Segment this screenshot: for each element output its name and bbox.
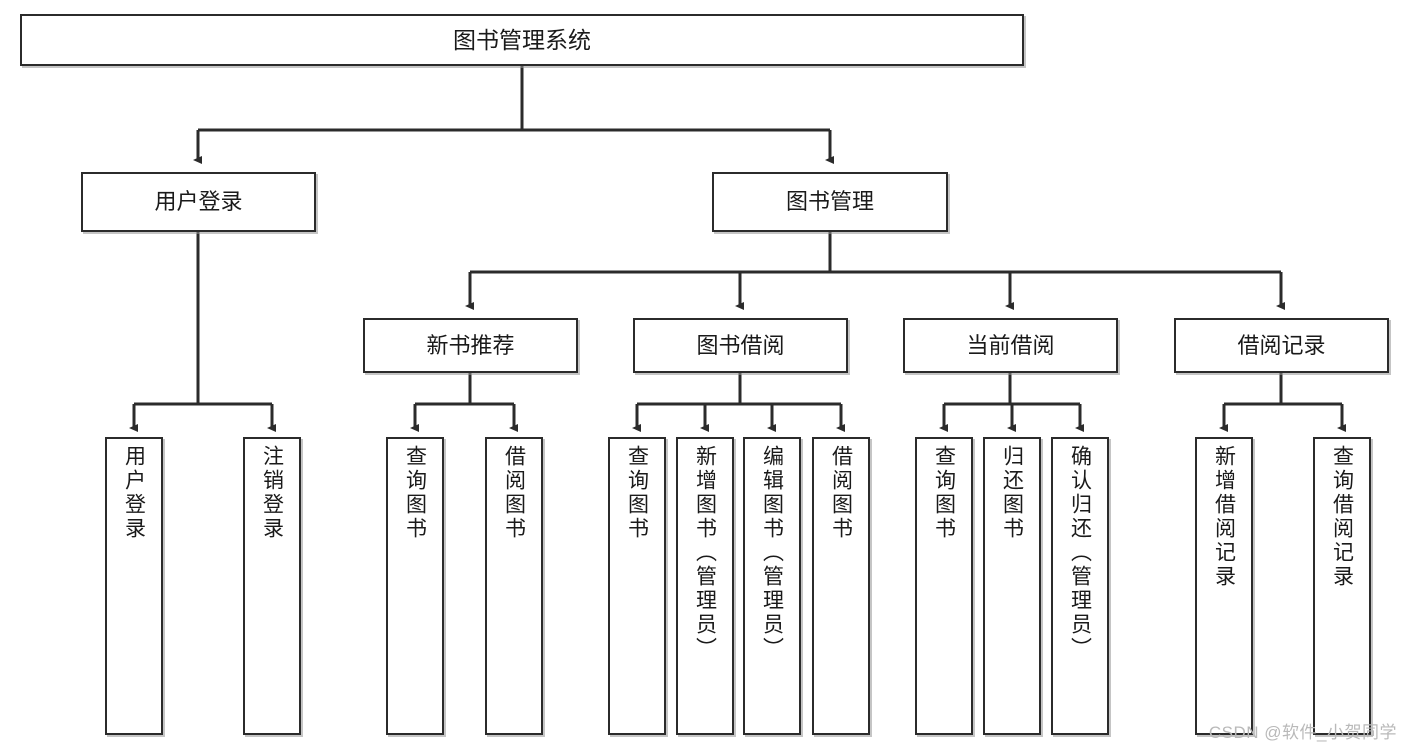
leaf-user-login[interactable]: 用户登录: [105, 437, 163, 735]
leaf-confirm-return[interactable]: 确认归还（管理员）: [1051, 437, 1109, 735]
node-label: 归还图书: [1000, 445, 1024, 541]
node-label: 确认归还（管理员）: [1068, 445, 1092, 661]
leaf-query-book-3[interactable]: 查询图书: [915, 437, 973, 735]
node-label: 用户登录: [122, 445, 146, 541]
leaf-edit-book[interactable]: 编辑图书（管理员）: [743, 437, 801, 735]
leaf-return-book[interactable]: 归还图书: [983, 437, 1041, 735]
watermark: CSDN @软件_小贺同学: [1208, 723, 1397, 742]
leaf-borrow-book-2[interactable]: 借阅图书: [812, 437, 870, 735]
node-label: 当前借阅: [966, 332, 1055, 358]
node-label: 编辑图书（管理员）: [760, 445, 784, 661]
node-label: 借阅图书: [502, 445, 526, 541]
leaf-add-book[interactable]: 新增图书（管理员）: [676, 437, 734, 735]
node-label: 借阅图书: [829, 445, 853, 541]
node-label: 新书推荐: [426, 332, 515, 358]
node-borrow-record[interactable]: 借阅记录: [1174, 318, 1389, 373]
node-label: 借阅记录: [1237, 332, 1326, 358]
node-label: 注销登录: [260, 445, 284, 541]
node-label: 查询借阅记录: [1330, 445, 1354, 589]
leaf-query-record[interactable]: 查询借阅记录: [1313, 437, 1371, 735]
node-label: 图书管理: [785, 189, 874, 215]
node-label: 用户登录: [154, 189, 243, 215]
node-book-manage[interactable]: 图书管理: [712, 172, 948, 232]
node-new-book-recommend[interactable]: 新书推荐: [363, 318, 578, 373]
leaf-borrow-book-1[interactable]: 借阅图书: [485, 437, 543, 735]
node-label: 查询图书: [625, 445, 649, 541]
node-label: 查询图书: [403, 445, 427, 541]
leaf-query-book-1[interactable]: 查询图书: [386, 437, 444, 735]
node-label: 图书管理系统: [453, 26, 591, 53]
node-label: 新增借阅记录: [1212, 445, 1236, 589]
node-label: 查询图书: [932, 445, 956, 541]
node-book-borrow[interactable]: 图书借阅: [633, 318, 848, 373]
node-user-login[interactable]: 用户登录: [81, 172, 316, 232]
node-label: 新增图书（管理员）: [693, 445, 717, 661]
leaf-query-book-2[interactable]: 查询图书: [608, 437, 666, 735]
node-root[interactable]: 图书管理系统: [20, 14, 1024, 66]
leaf-logout[interactable]: 注销登录: [243, 437, 301, 735]
node-label: 图书借阅: [696, 332, 785, 358]
node-current-borrow[interactable]: 当前借阅: [903, 318, 1118, 373]
leaf-add-record[interactable]: 新增借阅记录: [1195, 437, 1253, 735]
